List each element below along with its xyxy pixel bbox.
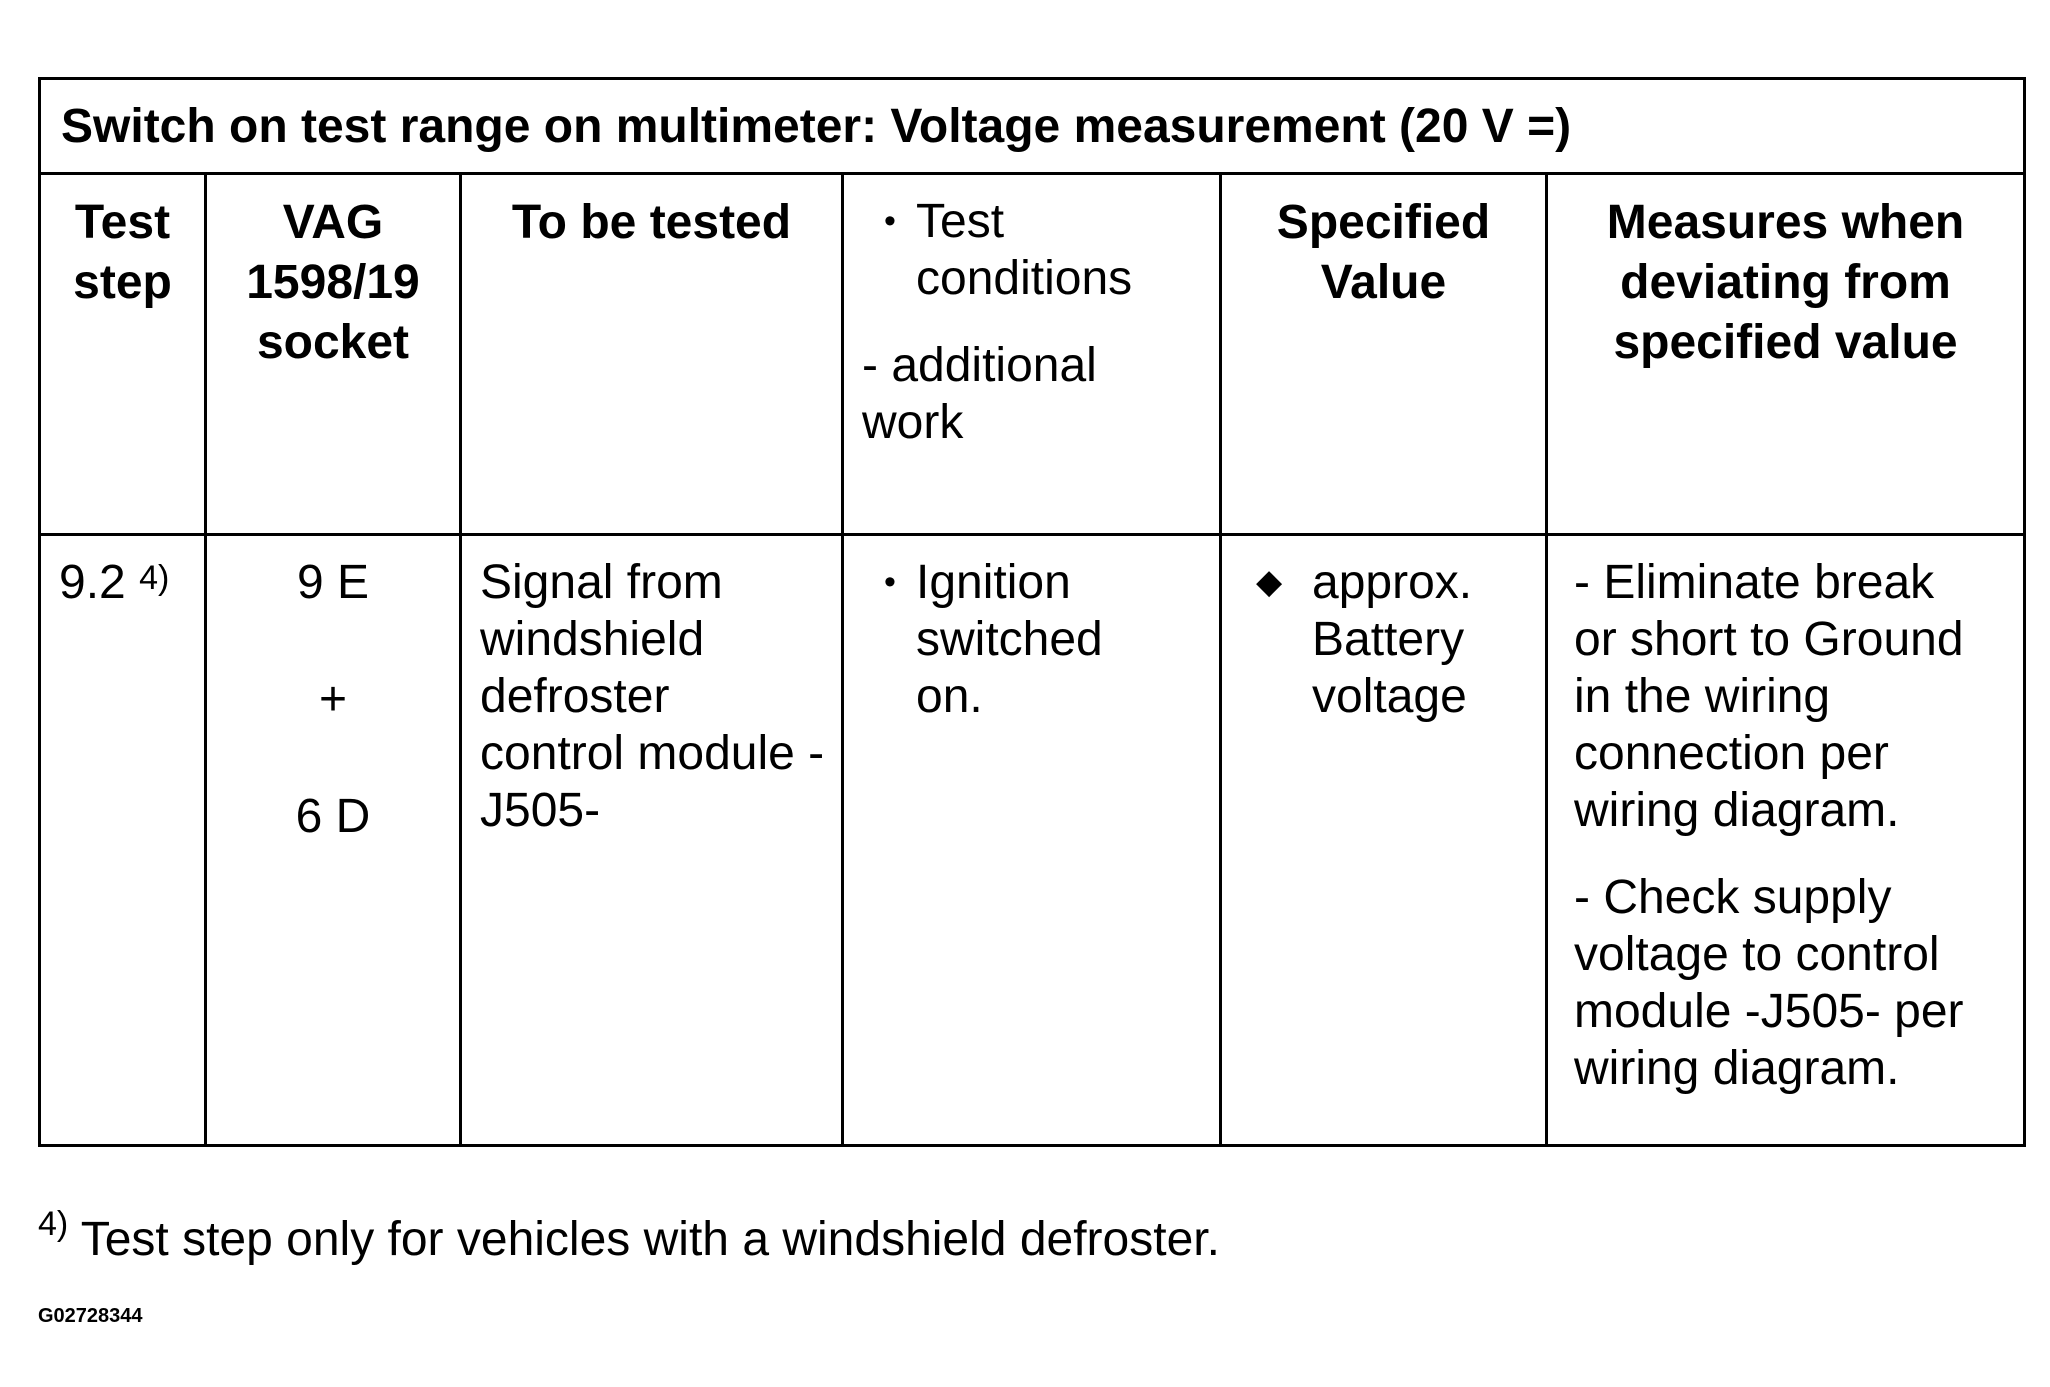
header-text: conditions bbox=[916, 252, 1133, 305]
text-line: in the wiring bbox=[1574, 670, 1831, 723]
additional-work-label: - additional work bbox=[844, 337, 1219, 451]
text-line: - Eliminate break bbox=[1574, 556, 1935, 609]
footnote-mark: 4) bbox=[38, 1205, 69, 1243]
cell-test-condition: • Ignition switched on. bbox=[841, 533, 1222, 1147]
cell-test-step: 9.2 4) bbox=[38, 533, 207, 1147]
test-procedure-table: Switch on test range on multimeter: Volt… bbox=[37, 77, 2027, 1147]
table-header-row: Test step VAG 1598/19 socket To be teste… bbox=[38, 172, 2027, 536]
header-text: step bbox=[73, 256, 172, 309]
conditions-bullet-item: • Test conditions bbox=[844, 193, 1219, 307]
header-text: VAG bbox=[282, 196, 384, 249]
cell-specified-value: ◆ approx. Battery voltage bbox=[1219, 533, 1548, 1147]
bullet-dot-icon: • bbox=[884, 202, 896, 240]
text-line: control module - bbox=[480, 727, 825, 780]
text-line: Battery bbox=[1312, 613, 1465, 666]
specified-bullet-item: ◆ approx. Battery voltage bbox=[1222, 554, 1545, 725]
header-to-be-tested: To be tested bbox=[459, 172, 844, 536]
measure-paragraph: - Eliminate break or short to Ground in … bbox=[1574, 554, 2023, 839]
header-text: deviating from bbox=[1620, 256, 1951, 309]
conditions-label: Test conditions bbox=[916, 193, 1132, 307]
cell-measures: - Eliminate break or short to Ground in … bbox=[1544, 533, 2027, 1147]
image-code: G02728344 bbox=[38, 1305, 143, 1327]
text-line: wiring diagram. bbox=[1574, 784, 1900, 837]
header-text: Specified bbox=[1276, 196, 1491, 249]
cell-to-be-tested: Signal from windshield defroster control… bbox=[459, 533, 844, 1147]
header-text: socket bbox=[256, 316, 410, 369]
text-line: switched bbox=[916, 613, 1103, 666]
text-line: connection per bbox=[1574, 727, 1889, 780]
socket-plus: + bbox=[318, 673, 348, 726]
cell-socket: 9 E + 6 D bbox=[204, 533, 462, 1147]
text-line: Ignition bbox=[916, 556, 1071, 609]
header-specified-value: Specified Value bbox=[1219, 172, 1548, 536]
table-title: Switch on test range on multimeter: Volt… bbox=[37, 77, 2027, 175]
table-row: 9.2 4) 9 E + 6 D Signal from windshield … bbox=[38, 533, 2027, 1147]
header-text: specified value bbox=[1613, 316, 1958, 369]
header-test-conditions: • Test conditions - additional work bbox=[841, 172, 1222, 536]
table-title-row: Switch on test range on multimeter: Volt… bbox=[37, 77, 2027, 175]
test-step-value: 9.2 bbox=[59, 556, 126, 609]
measure-paragraph: - Check supply voltage to control module… bbox=[1574, 869, 2023, 1097]
condition-bullet-item: • Ignition switched on. bbox=[844, 554, 1219, 725]
header-text: Measures when bbox=[1606, 196, 1965, 249]
header-measures: Measures when deviating from specified v… bbox=[1544, 172, 2027, 536]
text-line: windshield bbox=[480, 613, 705, 666]
text-line: wiring diagram. bbox=[1574, 1042, 1900, 1095]
text-line: Signal from bbox=[480, 556, 723, 609]
socket-value: 9 E bbox=[296, 556, 370, 609]
header-text: Test bbox=[74, 196, 171, 249]
text-line: J505- bbox=[480, 784, 601, 837]
text-line: approx. bbox=[1312, 556, 1473, 609]
header-text: work bbox=[862, 396, 964, 449]
header-text: To be tested bbox=[511, 196, 792, 249]
text-line: - Check supply bbox=[1574, 871, 1892, 924]
test-step-footnote-mark: 4) bbox=[139, 559, 170, 597]
specified-text: approx. Battery voltage bbox=[1312, 554, 1472, 725]
text-line: voltage to control bbox=[1574, 928, 1940, 981]
text-line: voltage bbox=[1312, 670, 1467, 723]
footnote: 4) Test step only for vehicles with a wi… bbox=[38, 1205, 1220, 1270]
header-text: - additional bbox=[862, 339, 1097, 392]
text-line: defroster bbox=[480, 670, 670, 723]
text-line: on. bbox=[916, 670, 983, 723]
text-line: module -J505- per bbox=[1574, 985, 1964, 1038]
condition-text: Ignition switched on. bbox=[916, 554, 1103, 725]
header-test-step: Test step bbox=[38, 172, 207, 536]
bullet-dot-icon: • bbox=[884, 563, 896, 601]
header-socket: VAG 1598/19 socket bbox=[204, 172, 462, 536]
text-line: or short to Ground bbox=[1574, 613, 1964, 666]
header-text: 1598/19 bbox=[246, 256, 420, 309]
footnote-text: Test step only for vehicles with a winds… bbox=[68, 1213, 1220, 1266]
header-text: Value bbox=[1320, 256, 1447, 309]
header-text: Test bbox=[916, 195, 1005, 248]
socket-value: 6 D bbox=[295, 790, 371, 843]
diamond-bullet-icon: ◆ bbox=[1256, 563, 1283, 601]
